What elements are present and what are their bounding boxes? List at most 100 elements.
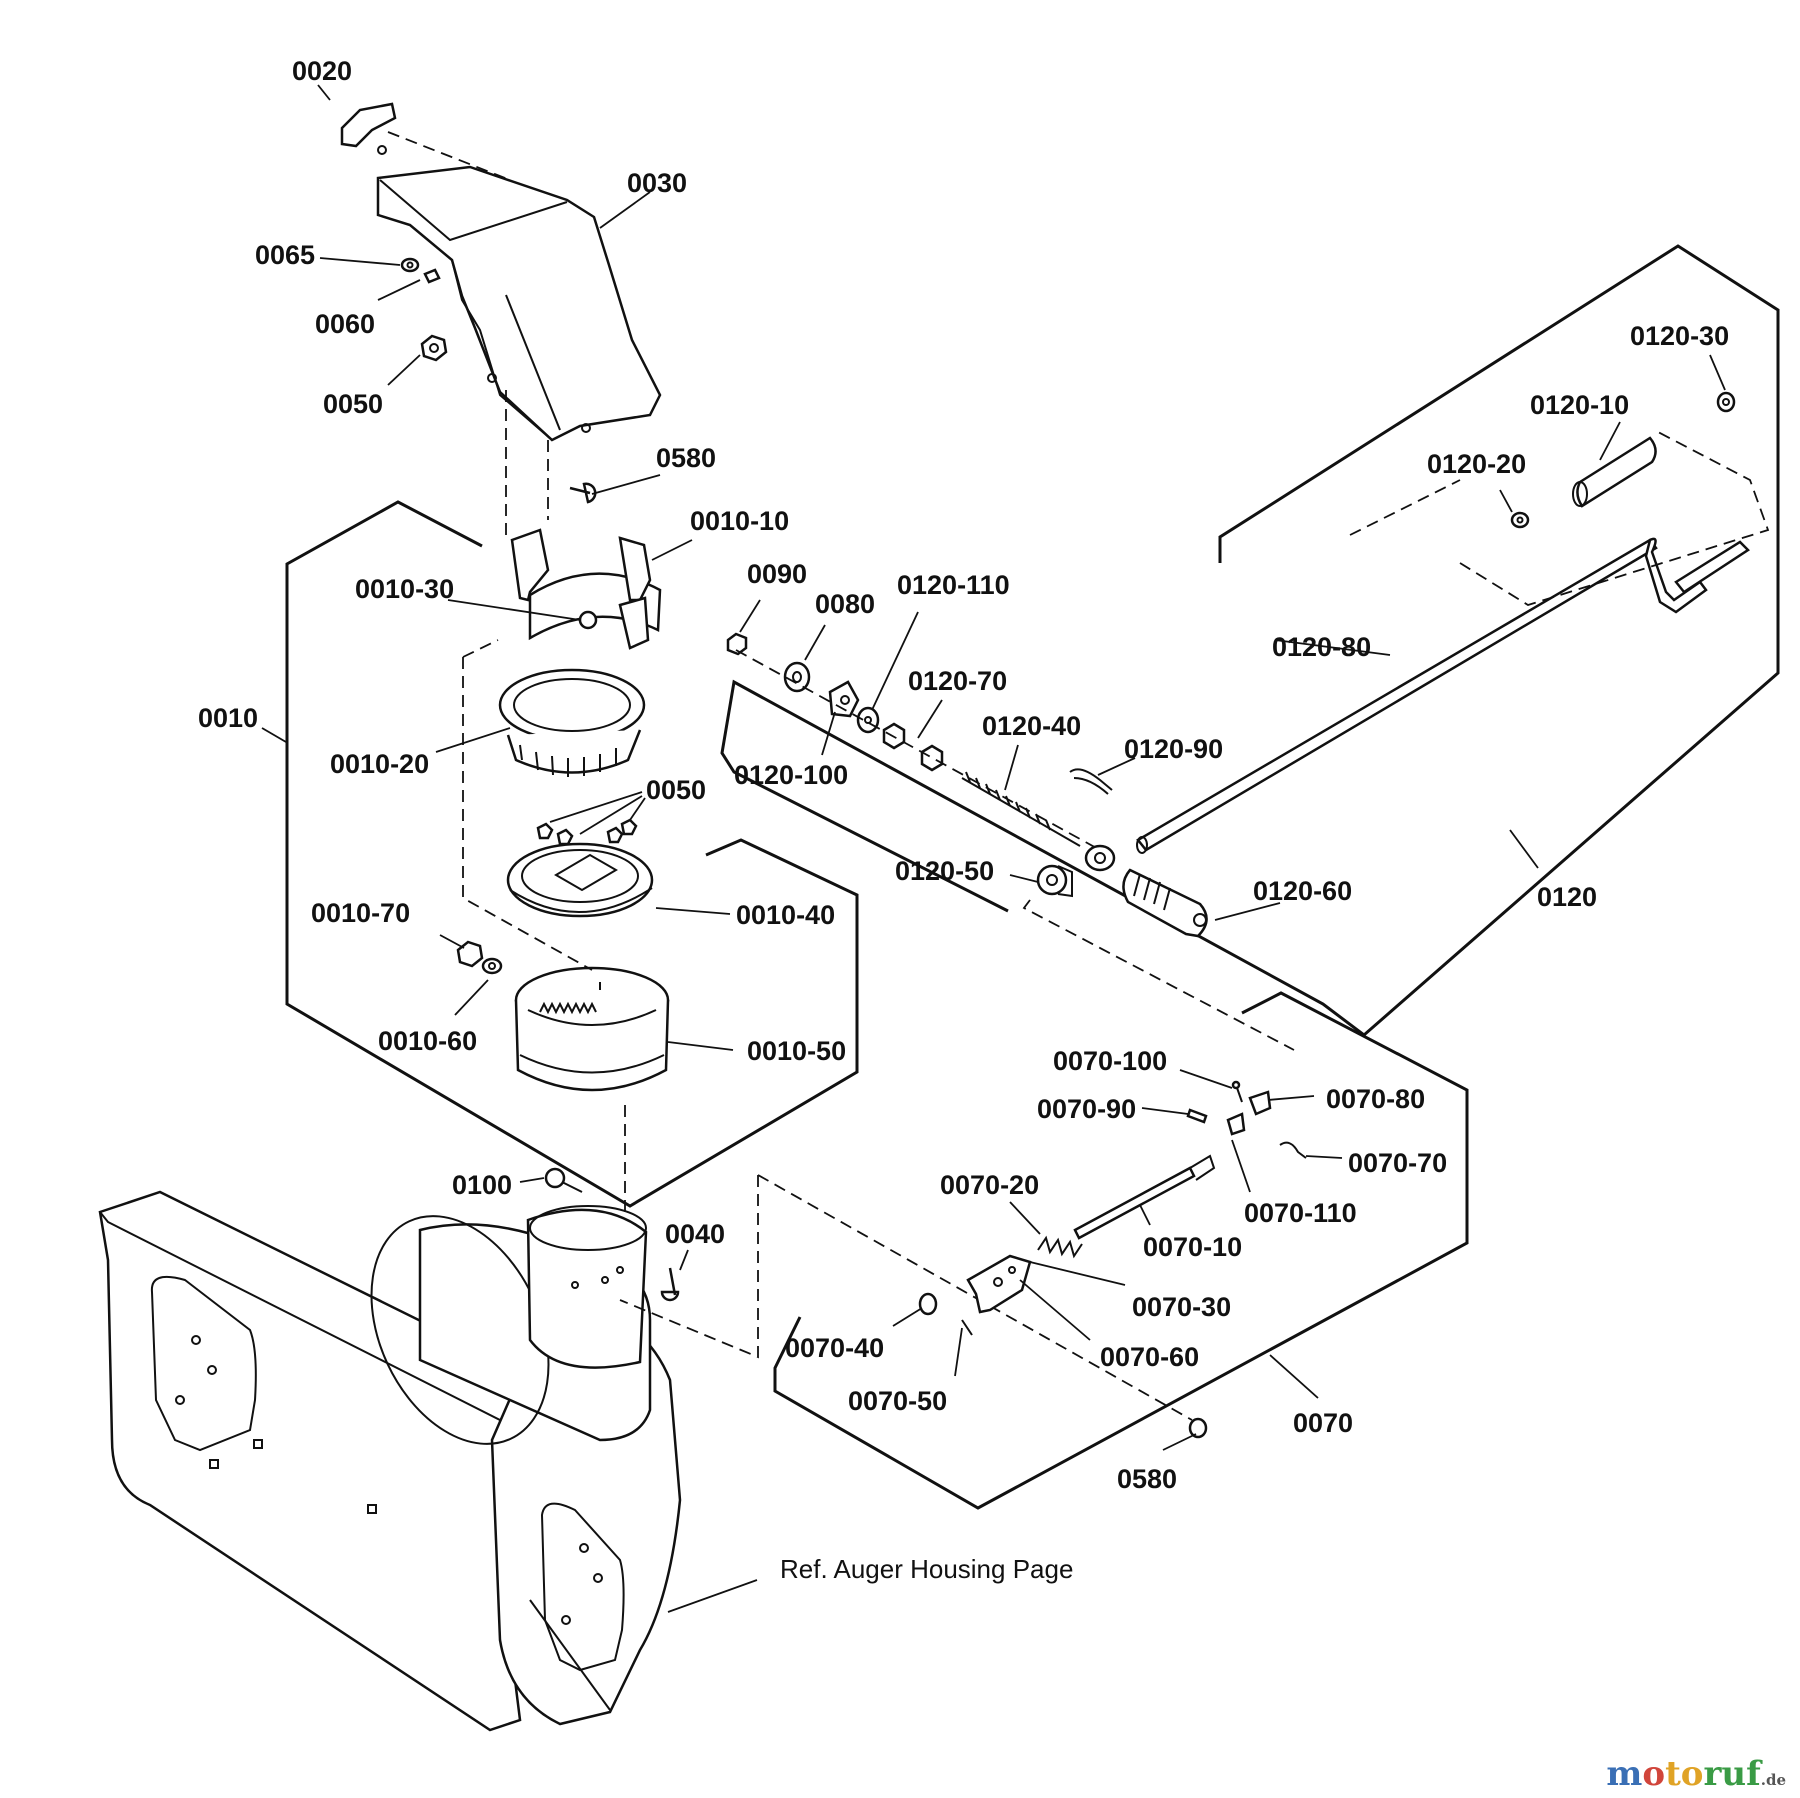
label-0070-60: 0070-60 [1100, 1342, 1199, 1372]
label-0010-20: 0010-20 [330, 749, 429, 779]
auger-housing [98, 1190, 682, 1732]
watermark-logo: motoruf.de [1606, 1754, 1786, 1794]
coupler-0120-60 [1122, 868, 1208, 938]
group-0120-outline [720, 244, 1780, 1037]
label-0580-bottom: 0580 [1117, 1464, 1177, 1494]
alignment-dash-9 [1459, 431, 1770, 606]
label-0100: 0100 [452, 1170, 512, 1200]
label-0120-110: 0120-110 [897, 570, 1010, 600]
label-0070-40: 0070-40 [785, 1333, 884, 1363]
label-0070-70: 0070-70 [1348, 1148, 1447, 1178]
label-0120: 0120 [1537, 882, 1597, 912]
label-0070-110: 0070-110 [1244, 1198, 1357, 1228]
label-0090: 0090 [747, 559, 807, 589]
label-0120-40: 0120-40 [982, 711, 1081, 741]
label-0070-50: 0070-50 [848, 1386, 947, 1416]
label-0050-mid: 0050 [646, 775, 706, 805]
part-0070-110 [1226, 1112, 1246, 1136]
label-0070-100: 0070-100 [1053, 1046, 1167, 1076]
screw-0010-30 [578, 610, 598, 630]
label-0030: 0030 [627, 168, 687, 198]
alignment-dash-3 [462, 657, 593, 971]
label-0060: 0060 [315, 309, 375, 339]
bolt-0060 [423, 268, 441, 284]
bolt-0100 [544, 1167, 583, 1193]
label-0040: 0040 [665, 1219, 725, 1249]
spring-0070-20 [1037, 1235, 1083, 1259]
nut-0120-30 [1716, 391, 1736, 413]
label-0120-100: 0120-100 [734, 760, 848, 790]
alignment-dash-10 [1349, 479, 1461, 536]
block-0070-80 [1248, 1090, 1272, 1116]
spacer-0120-50 [1036, 864, 1073, 898]
washer-0120-110 [856, 706, 880, 734]
label-0070-10: 0070-10 [1143, 1232, 1242, 1262]
wing-knob-0020 [340, 102, 397, 155]
label-0120-50: 0120-50 [895, 856, 994, 886]
label-0580-top: 0580 [656, 443, 716, 473]
group-0010-outline [285, 500, 859, 1208]
label-0010-60: 0010-60 [378, 1026, 477, 1056]
clip-0070-70 [1279, 1141, 1307, 1159]
label-0050-top: 0050 [323, 389, 383, 419]
label-0010-40: 0010-40 [736, 900, 835, 930]
part-labels: 0020 0030 0065 0060 0050 0580 0010-10 00… [198, 56, 1729, 1584]
cotter-pin-0120-90 [1069, 768, 1113, 795]
label-0120-80: 0120-80 [1272, 632, 1371, 662]
chute-plate-0010-40 [506, 842, 654, 918]
label-0120-10: 0120-10 [1530, 390, 1629, 420]
nut-0120-70b [920, 744, 944, 772]
chute-ring-0010-20 [498, 668, 646, 777]
chute-bracket-0010-10 [510, 528, 662, 650]
leader-lines [261, 84, 1726, 1613]
nuts-0050-mid [536, 818, 638, 846]
label-0070-80: 0070-80 [1326, 1084, 1425, 1114]
nut-0580-bottom [1188, 1417, 1208, 1439]
crank-rod-0120-80 [1136, 537, 1750, 854]
bolt-0040 [660, 1267, 680, 1302]
label-0120-30: 0120-30 [1630, 321, 1729, 351]
label-0070-20: 0070-20 [940, 1170, 1039, 1200]
label-0010-30: 0010-30 [355, 574, 454, 604]
reference-note: Ref. Auger Housing Page [780, 1554, 1073, 1584]
pin-0070-90 [1186, 1108, 1208, 1124]
screw-0580-top [569, 482, 597, 504]
label-0010-10: 0010-10 [690, 506, 789, 536]
rod-0070-10 [1073, 1154, 1216, 1240]
nut-0010-70 [456, 940, 484, 968]
washer-0010-60 [481, 957, 503, 975]
label-0120-70: 0120-70 [908, 666, 1007, 696]
nut-0090 [726, 632, 748, 656]
label-0080: 0080 [815, 589, 875, 619]
nut-0050-top [420, 334, 448, 362]
label-0120-20: 0120-20 [1427, 449, 1526, 479]
alignment-dash-6 [387, 131, 511, 181]
bolt-0070-100 [1231, 1080, 1243, 1103]
label-0120-60: 0120-60 [1253, 876, 1352, 906]
label-0070-90: 0070-90 [1037, 1094, 1136, 1124]
alignment-dash-11 [735, 649, 1101, 851]
label-0120-90: 0120-90 [1124, 734, 1223, 764]
bracket-0070-30 [966, 1254, 1032, 1314]
nut-0070-40 [918, 1292, 938, 1316]
alignment-dash-7 [619, 1175, 759, 1359]
bracket-0120-100 [828, 680, 860, 718]
group-0070-outline [773, 991, 1469, 1510]
washer-0080 [783, 661, 811, 693]
label-0070: 0070 [1293, 1408, 1353, 1438]
label-0010-50: 0010-50 [747, 1036, 846, 1066]
washer-0065 [400, 257, 420, 273]
alignment-dash-8 [757, 1174, 1193, 1421]
chute-deflector [376, 165, 662, 442]
label-0010: 0010 [198, 703, 258, 733]
label-0020: 0020 [292, 56, 352, 86]
threaded-rod-0120-40 [961, 771, 1116, 872]
gear-ring-0010-50 [514, 966, 670, 1092]
washer-0120-20 [1510, 511, 1530, 529]
bushing-0120-10 [1572, 436, 1657, 508]
label-0010-70: 0010-70 [311, 898, 410, 928]
pin-0070-50 [961, 1319, 973, 1336]
label-0070-30: 0070-30 [1132, 1292, 1231, 1322]
alignment-dash-4 [462, 639, 499, 658]
